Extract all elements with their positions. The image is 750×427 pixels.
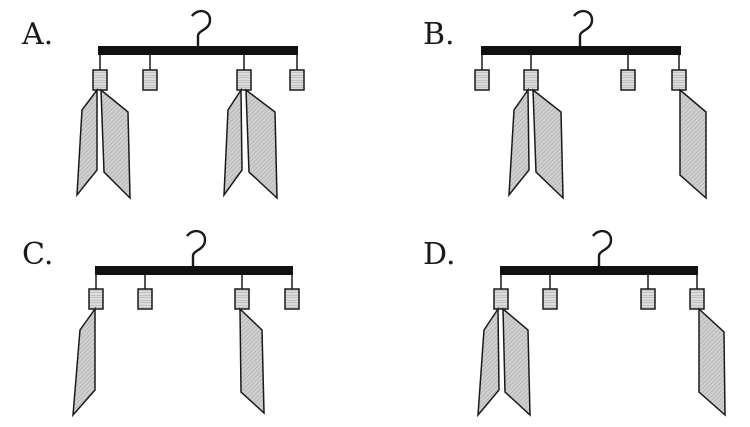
clip (88, 288, 104, 310)
option-label: A. (21, 17, 53, 52)
cloth-strip (72, 306, 96, 418)
hanger (88, 229, 300, 310)
cloth-strip (679, 88, 707, 200)
hanger (474, 9, 687, 91)
cloth-strip (477, 306, 500, 418)
cloth-strip (223, 87, 243, 198)
option-label: D. (423, 237, 456, 272)
clip (289, 69, 305, 91)
hanger (493, 229, 705, 310)
clip (92, 69, 108, 91)
hook-icon (191, 9, 212, 46)
cloth-strip (76, 87, 98, 198)
hanger-bar (98, 46, 298, 55)
hanger-bar (500, 266, 698, 275)
cloth-strip (508, 87, 530, 198)
clip (542, 288, 558, 310)
option-c: C. (22, 229, 300, 418)
option-b: B. (423, 9, 707, 200)
clip (689, 288, 705, 310)
clip (137, 288, 153, 310)
hook-icon (573, 9, 594, 46)
clip (671, 69, 687, 91)
hook-icon (186, 229, 207, 266)
option-label: C. (22, 237, 53, 272)
cloth-strip (502, 307, 531, 417)
clip (493, 288, 509, 310)
option-label: B. (423, 17, 455, 52)
clip (236, 69, 252, 91)
hanger-bar (481, 46, 681, 55)
clip (142, 69, 158, 91)
option-d: D. (423, 229, 726, 418)
cloth-strip (245, 88, 278, 200)
hanger-bar (95, 266, 293, 275)
clip (474, 69, 490, 91)
clip (234, 288, 250, 310)
clip (640, 288, 656, 310)
clip (620, 69, 636, 91)
clip (284, 288, 300, 310)
cloth-strip (100, 88, 131, 200)
clip (523, 69, 539, 91)
option-a: A. (21, 9, 305, 200)
cloth-strip (698, 307, 726, 417)
cloth-strip (239, 307, 265, 415)
hanger (92, 9, 305, 91)
hook-icon (592, 229, 613, 266)
cloth-strip (532, 88, 564, 200)
